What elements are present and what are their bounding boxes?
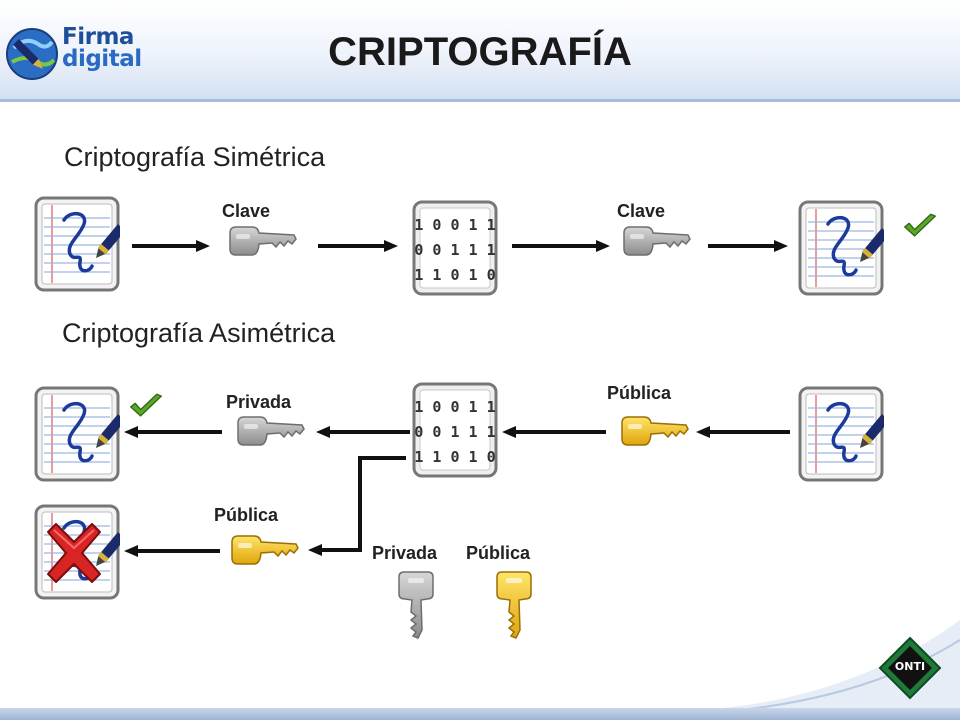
asymmetric-title: Criptografía Asimétrica [62, 318, 336, 348]
encrypted-binary-block: 1 0 0 1 1 0 0 1 1 1 1 1 0 1 0 [412, 200, 498, 296]
cross-icon [47, 523, 101, 583]
firma-digital-logo [6, 28, 58, 80]
symmetric-title: Criptografía Simétrica [64, 142, 326, 172]
rejected-document [34, 504, 120, 600]
arrow-left [124, 426, 222, 438]
arrow-right [318, 240, 398, 252]
silver-key-icon [226, 224, 298, 260]
header-banner: Firma digital CRIPTOGRAFÍA [0, 0, 960, 102]
silver-key-icon [620, 224, 692, 260]
label-publica-pair: Pública [466, 543, 531, 563]
label-privada: Privada [226, 392, 292, 412]
arrow-right [708, 240, 788, 252]
arrow-left [124, 545, 220, 557]
signed-document-icon [34, 386, 120, 482]
check-icon [128, 392, 164, 420]
signed-document-icon [34, 196, 120, 292]
signed-document-icon [798, 200, 884, 296]
label-publica: Pública [607, 383, 672, 403]
binary-row: 1 1 0 1 0 [414, 448, 496, 466]
label-publica-bottom: Pública [214, 505, 279, 525]
arrow-left [502, 426, 606, 438]
binary-row: 1 0 0 1 1 [414, 216, 496, 234]
binary-row: 0 0 1 1 1 [414, 241, 496, 259]
arrow-right [132, 240, 210, 252]
page-title: CRIPTOGRAFÍA [328, 30, 632, 74]
gold-key-icon [228, 533, 300, 569]
arrow-left [696, 426, 790, 438]
onti-badge: ONTI [878, 636, 942, 700]
signed-document-icon [798, 386, 884, 482]
decorative-swoosh [700, 620, 960, 710]
silver-key-icon [234, 414, 306, 450]
label-clave-1: Clave [222, 201, 271, 221]
label-privada-pair: Privada [372, 543, 438, 563]
check-icon [902, 212, 938, 240]
arrow-left [316, 426, 410, 438]
gold-key-icon [494, 568, 534, 644]
binary-row: 0 0 1 1 1 [414, 423, 496, 441]
silver-key-icon [396, 568, 436, 644]
logo-line-digital: digital [62, 46, 142, 72]
footer-bar [0, 708, 960, 720]
logo-wordmark: Firma digital [62, 24, 142, 72]
gold-key-icon [618, 414, 690, 450]
label-clave-2: Clave [617, 201, 666, 221]
binary-row: 1 0 0 1 1 [414, 398, 496, 416]
arrow-right [512, 240, 610, 252]
logo-line-firma: Firma [62, 24, 134, 50]
onti-label: ONTI [894, 660, 926, 673]
encrypted-binary-block: 1 0 0 1 1 0 0 1 1 1 1 1 0 1 0 [412, 382, 498, 478]
elbow-connector-arrow [308, 456, 406, 556]
binary-row: 1 1 0 1 0 [414, 266, 496, 284]
